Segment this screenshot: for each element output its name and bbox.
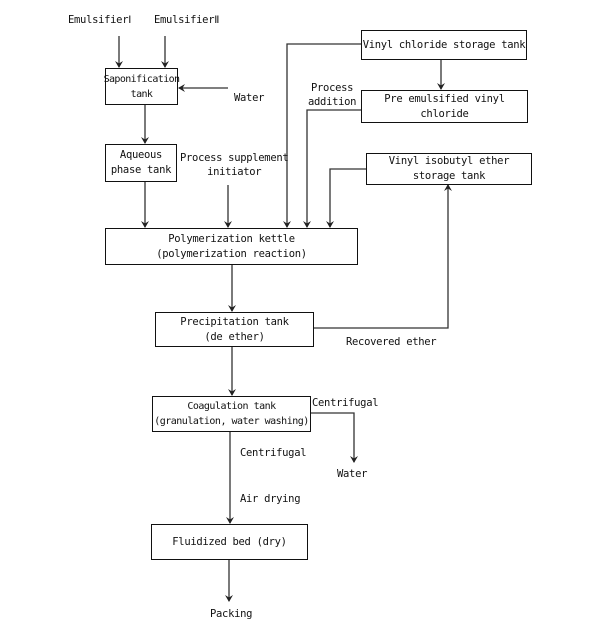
node-line: (polymerization reaction) <box>156 247 307 260</box>
process-addition-label: Process addition <box>308 81 356 109</box>
water-output-label: Water <box>337 468 368 480</box>
coagulation-tank-node: Coagulation tank (granulation, water was… <box>152 396 311 432</box>
process-supplement-initiator-label: Process supplement initiator <box>180 151 289 179</box>
node-line: Precipitation tank <box>180 315 289 328</box>
node-line: (granulation, water washing) <box>154 416 309 427</box>
node-line: Polymerization kettle <box>168 232 295 245</box>
node-line: Fluidized bed (dry) <box>172 535 287 548</box>
node-line: (de ether) <box>204 330 265 343</box>
emulsifier-2-label: EmulsifierⅡ <box>154 14 220 26</box>
label-line: Process <box>311 82 354 94</box>
node-line: tank <box>130 88 153 100</box>
label-line: Process supplement <box>180 152 289 164</box>
node-line: Aqueous <box>119 149 163 161</box>
arrow-pre-emulsified-to-polymerization <box>303 109 361 228</box>
arrow-vinyl-chloride-to-polymerization <box>283 43 361 228</box>
node-line: storage tank <box>412 170 486 182</box>
recovered-ether-label: Recovered ether <box>346 336 437 348</box>
node-line: Vinyl chloride storage tank <box>362 38 526 51</box>
label-line: initiator <box>207 166 262 178</box>
vinyl-isobutyl-ether-storage-tank-node: Vinyl isobutyl ether storage tank <box>366 153 532 185</box>
centrifugal-right-label: Centrifugal <box>312 397 379 409</box>
node-line: Saponification <box>103 73 180 85</box>
pre-emulsified-vinyl-chloride-node: Pre emulsified vinyl chloride <box>361 90 528 123</box>
centrifugal-down-label: Centrifugal <box>240 447 307 459</box>
node-line: phase tank <box>110 164 172 176</box>
arrow-recovered-ether <box>313 184 452 329</box>
polymerization-kettle-node: Polymerization kettle (polymerization re… <box>105 228 358 265</box>
precipitation-tank-node: Precipitation tank (de ether) <box>155 312 314 347</box>
air-drying-label: Air drying <box>240 493 301 505</box>
saponification-tank-node: Saponification tank <box>103 68 180 105</box>
node-line: chloride <box>420 107 469 120</box>
node-line: Vinyl isobutyl ether <box>388 155 510 167</box>
label-line: addition <box>308 96 357 108</box>
node-line: Pre emulsified vinyl <box>384 92 505 105</box>
arrow-coagulation-to-water <box>310 412 358 463</box>
arrow-vinyl-isobutyl-to-polymerization <box>326 168 366 228</box>
emulsifier-1-label: EmulsifierⅠ <box>68 14 132 26</box>
node-line: Coagulation tank <box>187 401 276 412</box>
water-input-label: Water <box>234 92 265 104</box>
packing-label: Packing <box>210 608 253 620</box>
fluidized-bed-node: Fluidized bed (dry) <box>151 524 308 560</box>
vinyl-chloride-storage-tank-node: Vinyl chloride storage tank <box>361 30 527 60</box>
aqueous-phase-tank-node: Aqueous phase tank <box>105 144 177 182</box>
